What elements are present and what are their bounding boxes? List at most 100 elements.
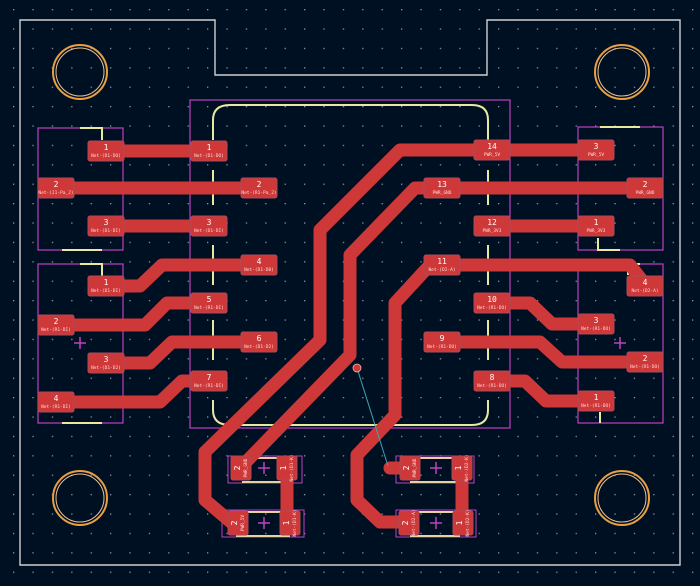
mounting-hole[interactable] <box>52 44 108 100</box>
pad-number: 1 <box>594 393 599 402</box>
pad-copper <box>87 275 125 297</box>
pad-copper <box>87 215 125 237</box>
copper-trace[interactable] <box>198 143 499 530</box>
pad-copper <box>87 140 125 162</box>
pad-number: 3 <box>594 316 599 325</box>
pad-number: 4 <box>643 278 648 287</box>
ic-silkscreen-bottom <box>212 400 489 426</box>
pad-copper <box>37 314 75 336</box>
pad-number: 1 <box>455 520 464 525</box>
pad-copper <box>577 313 615 335</box>
pad-net-label: PWR_3V3 <box>483 228 502 234</box>
copper-trace[interactable] <box>49 296 217 332</box>
pad-number: 4 <box>257 257 262 266</box>
via[interactable] <box>352 363 362 373</box>
pad-copper <box>240 331 278 353</box>
pad-copper <box>577 139 615 161</box>
pad-copper <box>626 351 664 373</box>
pad-net-label: Net-(D2-A) <box>631 288 658 294</box>
pad-net-label: PWR_5V <box>588 152 605 158</box>
footprint-anchor-icon <box>258 517 270 529</box>
pad-net-label: Net-(D2-A) <box>428 267 455 273</box>
pad-number: 2 <box>643 180 648 189</box>
right-connector-silkscreen <box>597 126 640 423</box>
pad-net-label: PWR_3V3 <box>587 228 606 234</box>
mounting-hole[interactable] <box>594 470 650 526</box>
copper-trace[interactable] <box>435 335 652 369</box>
pad-copper <box>276 455 298 481</box>
pad-copper <box>37 177 75 199</box>
pad-number: 1 <box>207 143 212 152</box>
ic-silkscreen-top <box>212 104 489 140</box>
copper-trace[interactable] <box>100 335 267 370</box>
pad-number: 9 <box>440 334 445 343</box>
pad-net-label: Net-(D1-DI) <box>194 228 224 234</box>
pad-number: 6 <box>257 334 262 343</box>
copper-trace[interactable] <box>485 296 603 331</box>
pad-number: 2 <box>643 354 648 363</box>
pad-number: 8 <box>490 373 495 382</box>
pad-copper <box>423 254 461 276</box>
mounting-hole-inner <box>597 473 647 523</box>
pad-number: 10 <box>487 295 497 304</box>
footprint-anchor-icon <box>430 462 442 474</box>
pad-number: 3 <box>104 355 109 364</box>
pad-copper <box>473 139 511 161</box>
mounting-hole[interactable] <box>594 44 650 100</box>
led-silkscreen <box>236 457 460 537</box>
pad-net-label: Net-(R1-DO) <box>477 305 507 311</box>
pad-net-label: Net-(D1-D0) <box>244 267 274 273</box>
pad-number: 7 <box>207 373 212 382</box>
pad-net-label: Net-(R1-DI) <box>194 383 224 389</box>
pad-net-label: Net-(D1-K) <box>289 454 295 481</box>
pad-net-label: Net-(D1-DI) <box>91 288 121 294</box>
footprint-anchors <box>74 337 626 529</box>
pad-copper <box>190 370 228 392</box>
board-edge-outline <box>19 19 681 566</box>
pad-copper <box>473 215 511 237</box>
pad-number: 2 <box>233 465 242 470</box>
pad-number: 1 <box>282 520 291 525</box>
pad-number: 5 <box>207 295 212 304</box>
pad-copper <box>473 292 511 314</box>
mounting-hole[interactable] <box>52 470 108 526</box>
